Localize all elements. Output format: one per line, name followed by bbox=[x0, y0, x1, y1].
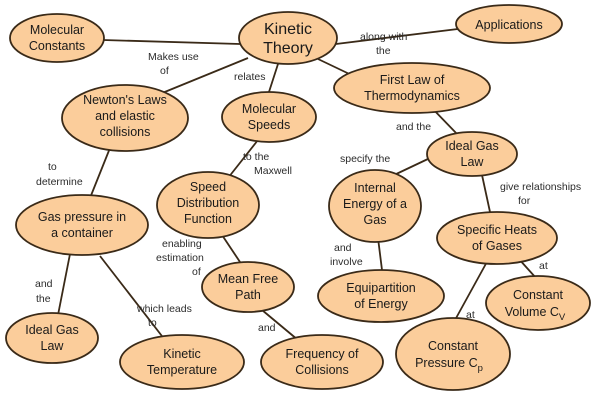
label-at-volume: at bbox=[539, 260, 548, 272]
label-give-relationships-for: give relationships for bbox=[500, 181, 584, 207]
edge-newtons-gaspressure bbox=[89, 147, 111, 199]
edge-specific-pressure bbox=[454, 259, 489, 321]
svg-text:Applications: Applications bbox=[475, 18, 542, 32]
edge-kinetic-speeds bbox=[267, 63, 279, 96]
edge-kinetic-applications bbox=[335, 27, 467, 45]
edge-constants-kinetic bbox=[102, 39, 241, 45]
label-to-the-maxwell: to the Maxwell bbox=[243, 151, 292, 177]
edge-speeds-distribution bbox=[227, 139, 259, 179]
edge-kinetic-newtons bbox=[149, 57, 249, 99]
label-and-the-left: and the bbox=[35, 278, 55, 305]
node-applications: Applications bbox=[455, 4, 563, 44]
label-and-frequency: and bbox=[258, 322, 276, 334]
label-at-pressure: at bbox=[466, 309, 475, 321]
label-and-involve: and involve bbox=[330, 242, 363, 268]
label-to-determine: to determine bbox=[36, 161, 83, 188]
label-which-leads-to: which leads to bbox=[136, 303, 195, 329]
label-and-the-first: and the bbox=[396, 121, 431, 133]
label-relates: relates bbox=[234, 71, 266, 83]
label-enabling-estimation-of: enabling estimation of bbox=[156, 238, 207, 278]
label-makes-use-of: Makes use of bbox=[148, 51, 202, 77]
label-specify-the: specify the bbox=[340, 153, 390, 165]
svg-text:Gas pressure ina container: Gas pressure ina container bbox=[38, 210, 126, 240]
edge-meanfree-frequency bbox=[261, 309, 299, 341]
edge-gaspressure-idealgas bbox=[57, 253, 71, 316]
edge-internal-equipartition bbox=[377, 237, 383, 271]
connection-labels: Makes use of along with the relates and … bbox=[35, 31, 584, 334]
label-along-with-the: along with the bbox=[360, 31, 410, 57]
edge-gaspressure-temperature bbox=[99, 255, 166, 341]
edge-idealgas-internal bbox=[391, 157, 431, 177]
edge-idealgas-specific bbox=[481, 174, 491, 213]
